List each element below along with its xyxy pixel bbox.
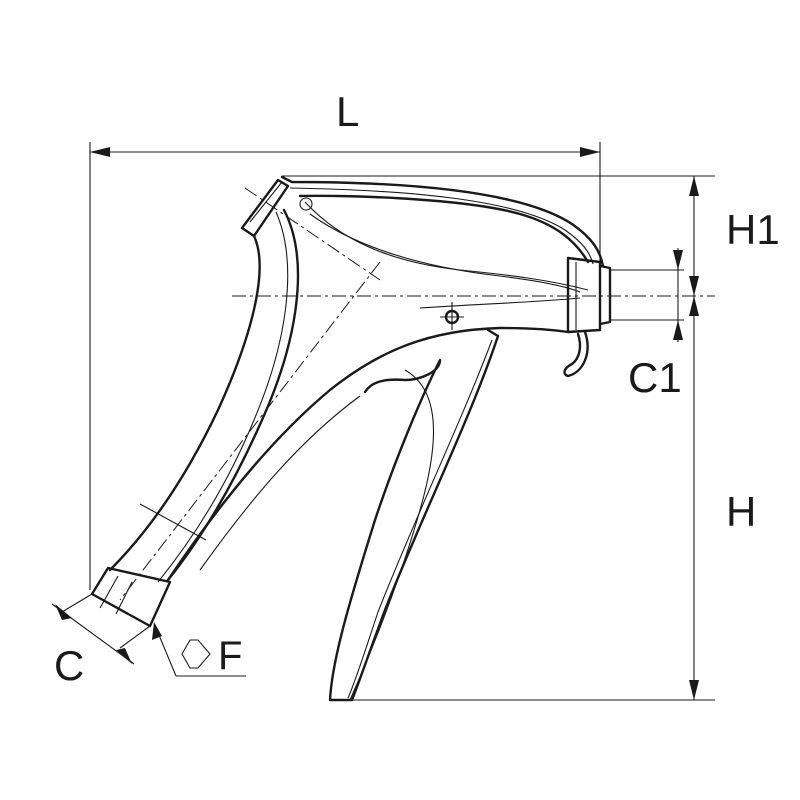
H-arrow-top <box>689 296 699 316</box>
rear-cap <box>240 178 290 238</box>
dimension-C1: C1 <box>610 248 684 401</box>
tube-centerline <box>119 261 381 601</box>
fitting-joint <box>139 503 207 541</box>
C1-label: C1 <box>628 354 682 401</box>
tube-inner <box>166 208 300 582</box>
nozzle-cone-lower <box>419 297 581 309</box>
dimension-C: C <box>51 593 151 689</box>
F-leader-arrow <box>152 622 162 640</box>
gun-body <box>90 175 612 702</box>
diagonal-centerline-upper <box>244 187 381 281</box>
C1-arrow-top <box>673 250 683 270</box>
C-extension-2 <box>119 625 151 649</box>
H1-arrow-bottom <box>689 276 699 296</box>
H1-arrow-top <box>689 176 699 196</box>
L-label: L <box>336 88 359 135</box>
tube-fitting <box>90 566 172 628</box>
housing-shell <box>298 194 590 264</box>
hexagon-icon <box>181 639 211 669</box>
F-label: F <box>218 634 242 678</box>
C1-arrow-bottom <box>673 320 683 340</box>
H-label: H <box>726 488 756 535</box>
trigger-inner <box>347 339 493 699</box>
front-cap-ring <box>598 264 612 326</box>
trigger <box>328 328 500 702</box>
C-arrow-2 <box>116 648 132 664</box>
nozzle-cone-upper <box>309 213 581 293</box>
H1-label: H1 <box>726 206 780 253</box>
housing-top-inner <box>289 187 594 265</box>
C-arrow-1 <box>55 604 72 620</box>
dimension-H1: H1 <box>282 175 780 296</box>
front-hook <box>563 330 589 378</box>
L-arrow-right <box>580 147 600 157</box>
hex-F-callout: F <box>152 622 246 678</box>
H-arrow-bottom <box>689 680 699 700</box>
body-lower <box>166 326 570 582</box>
L-arrow-left <box>90 147 110 157</box>
pivot-pin-top <box>299 197 313 211</box>
dimension-L: L <box>89 88 601 590</box>
trigger-guard <box>349 369 434 701</box>
housing-top-outline <box>280 175 605 268</box>
center-lines <box>119 187 715 601</box>
dimension-H: H <box>352 296 756 701</box>
C-label: C <box>54 642 84 689</box>
fitting-line-1 <box>99 575 119 609</box>
C-extension-1 <box>61 593 93 613</box>
tube-outer <box>108 234 261 572</box>
tube-inner-line <box>157 211 289 583</box>
housing-shell-inner <box>304 201 589 291</box>
front-cap <box>566 256 602 334</box>
body-lower-inner <box>199 395 361 571</box>
